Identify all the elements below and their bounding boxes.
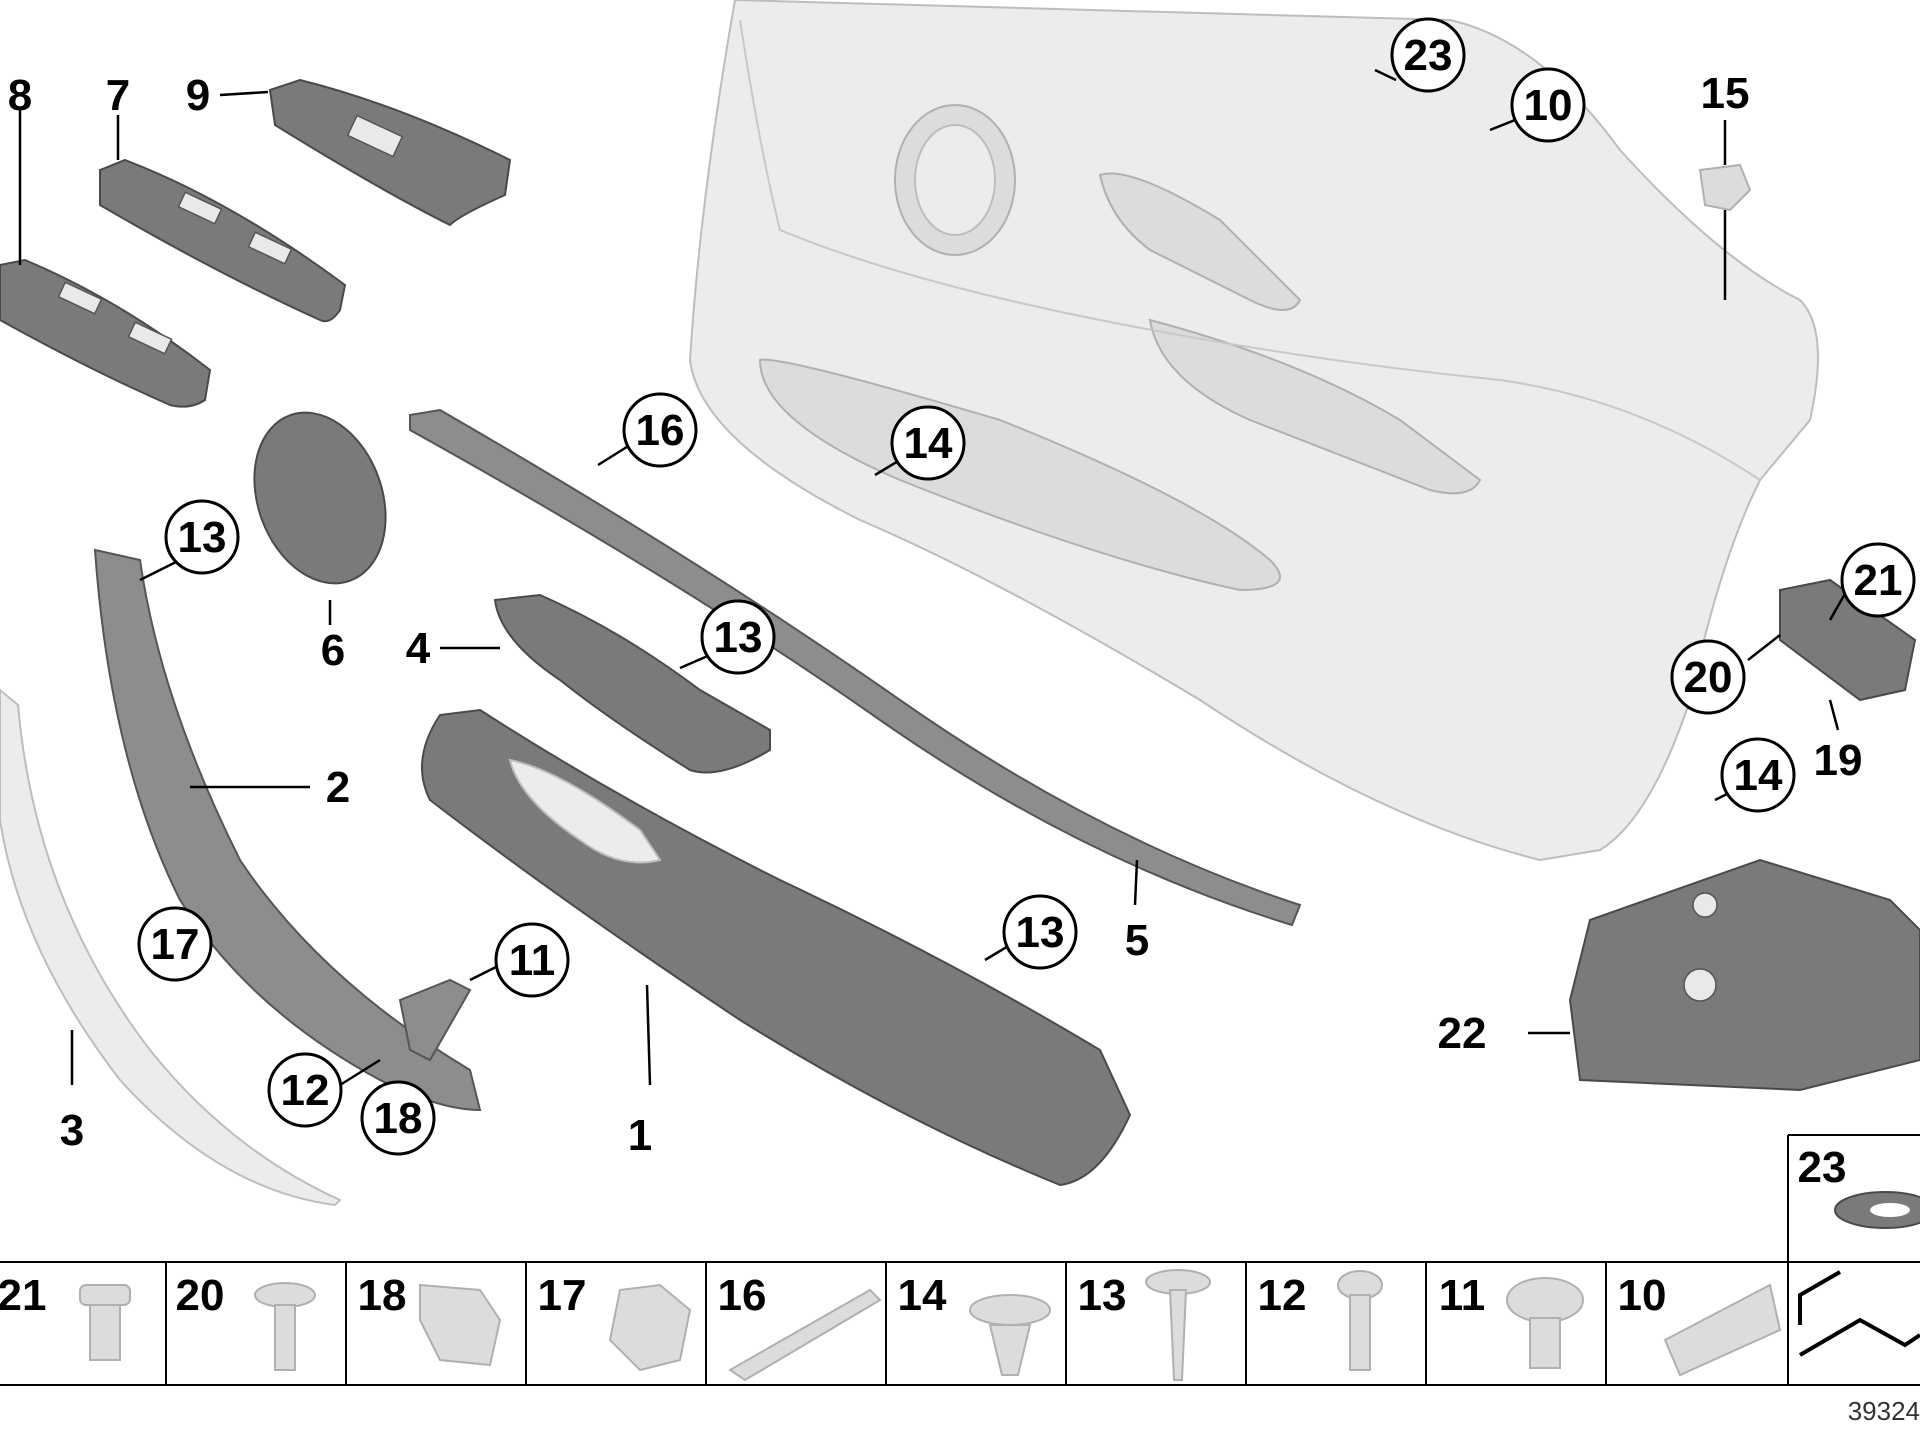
callout-4: 4 [406,624,431,673]
fastener-20 [254,1282,316,1371]
svg-text:10: 10 [1524,81,1573,130]
callout-13-circled-right: 13 [1002,894,1078,970]
callout-14-circled-upper: 14 [890,405,966,481]
callout-17-circled: 17 [137,906,213,982]
strip-label-12: 12 [1258,1271,1307,1320]
svg-text:13: 13 [1016,908,1065,957]
fastener-11 [1506,1277,1584,1369]
pin-part-11 [398,978,472,1062]
callout-1: 1 [628,1111,652,1160]
fastener-13 [1145,1269,1211,1381]
clip-part-15 [1698,163,1752,212]
corner-part-box: 23 [1787,1134,1920,1357]
door-panel-part [688,0,1819,862]
callout-8: 8 [8,71,32,120]
switch-bezel-part-9 [268,78,512,227]
carrier-part-2 [93,548,482,1112]
fastener-17 [608,1283,692,1372]
document-id: 39324 [1848,1396,1920,1426]
svg-text:13: 13 [178,513,227,562]
callout-10-circled: 10 [1510,67,1586,143]
callout-18-circled: 18 [360,1080,436,1156]
callout-21-circled: 21 [1840,542,1916,618]
callout-7: 7 [106,71,130,120]
callout-9: 9 [186,71,210,120]
callout-20-circled: 20 [1670,639,1746,715]
callout-6: 6 [321,626,345,675]
svg-text:21: 21 [1854,556,1903,605]
callout-3: 3 [60,1106,84,1155]
cover-part-6 [253,411,387,585]
svg-text:11: 11 [509,936,556,985]
callout-12-circled: 12 [267,1052,343,1128]
corner-part-label: 23 [1798,1143,1847,1192]
callout-15: 15 [1701,69,1750,118]
strip-label-11: 11 [1439,1271,1486,1320]
fastener-18 [419,1283,502,1367]
fastener-10 [1663,1283,1782,1377]
trim-part-3 [0,688,342,1207]
callout-19: 19 [1814,736,1863,785]
bracket-part-21 [1779,578,1917,702]
svg-text:14: 14 [904,419,953,468]
callout-2: 2 [326,763,350,812]
strip-label-20: 20 [176,1271,225,1320]
strip-label-17: 17 [538,1271,587,1320]
fastener-16 [728,1288,882,1382]
svg-text:13: 13 [714,613,763,662]
svg-text:23: 23 [1404,31,1453,80]
callout-23-circled: 23 [1390,17,1466,93]
svg-text:16: 16 [636,406,685,455]
svg-text:18: 18 [374,1094,423,1143]
callout-11-circled: 11 [494,922,570,998]
strip-label-21: 21 [0,1271,46,1320]
fastener-14 [969,1294,1051,1376]
svg-text:20: 20 [1684,653,1733,702]
strip-label-10: 10 [1618,1271,1667,1320]
sequence-arrow-icon [1798,1317,1920,1357]
strip-label-16: 16 [718,1271,767,1320]
strip-label-14: 14 [898,1271,947,1320]
bracket-part-22 [1568,858,1920,1092]
fastener-12 [1337,1270,1383,1371]
callout-13-circled-mid: 13 [700,599,776,675]
strip-label-13: 13 [1078,1271,1127,1320]
callout-13-circled-left: 13 [164,499,240,575]
callout-14-circled-lower: 14 [1720,737,1796,813]
callout-5: 5 [1125,916,1149,965]
svg-text:17: 17 [151,920,200,969]
svg-text:12: 12 [281,1066,330,1115]
strip-label-18: 18 [358,1271,407,1320]
fastener-21 [79,1284,131,1361]
fastener-strip: 21 20 18 17 16 14 13 12 11 10 [0,1261,1920,1386]
callout-16-circled: 16 [622,392,698,468]
callout-22: 22 [1438,1009,1487,1058]
switch-bezel-part-8 [0,258,212,408]
switch-bezel-part-7 [99,158,347,323]
svg-text:14: 14 [1734,751,1783,800]
handle-part-4 [493,593,771,774]
